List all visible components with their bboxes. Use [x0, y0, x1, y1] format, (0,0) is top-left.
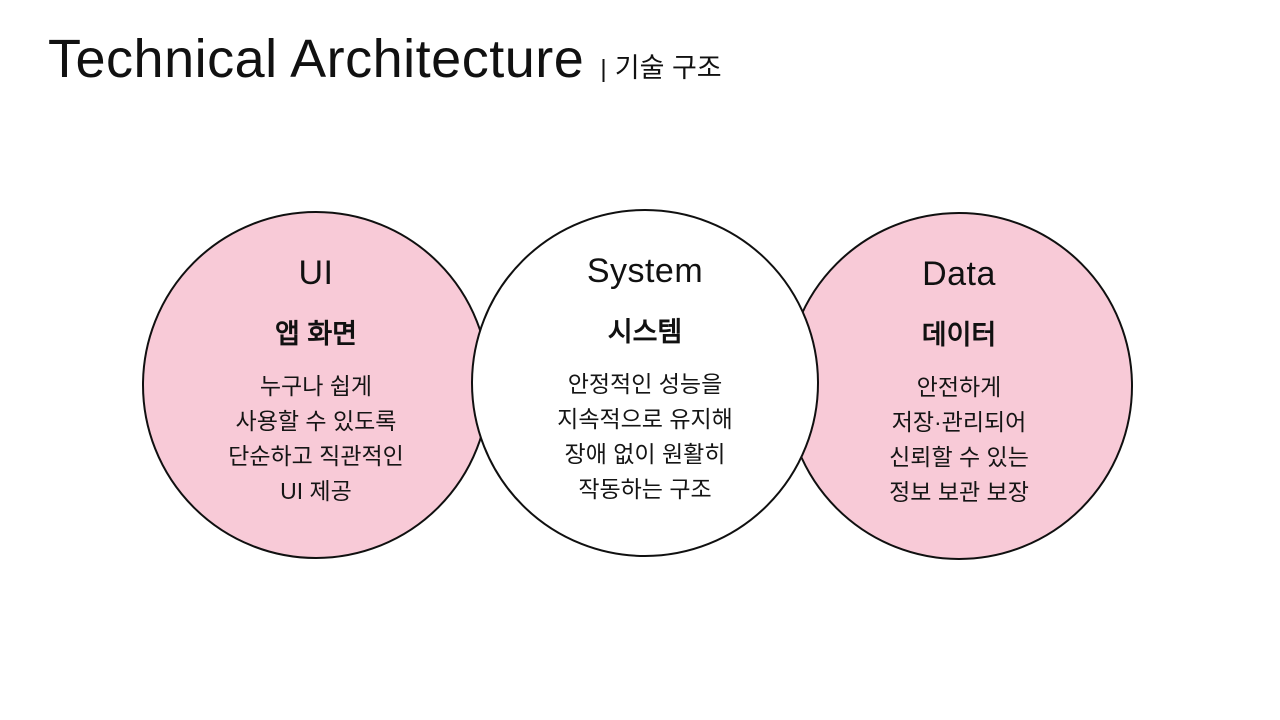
page-title: Technical Architecture |기술 구조 — [48, 28, 722, 90]
title-sub: |기술 구조 — [600, 46, 721, 85]
body-line: 저장·관리되어 — [891, 409, 1027, 435]
circle-data: Data 데이터 안전하게 저장·관리되어 신뢰할 수 있는 정보 보관 보장 — [785, 212, 1133, 560]
circle-ui-subtitle: 앱 화면 — [274, 319, 358, 349]
body-line: UI 제공 — [280, 478, 352, 504]
circle-ui-body: 누구나 쉽게 사용할 수 있도록 단순하고 직관적인 UI 제공 — [228, 369, 404, 509]
body-line: 누구나 쉽게 — [259, 373, 373, 399]
title-main: Technical Architecture — [48, 29, 585, 89]
body-line: 사용할 수 있도록 — [235, 408, 397, 434]
title-separator: | — [600, 55, 607, 83]
circle-system-subtitle: 시스템 — [607, 317, 683, 347]
body-line: 지속적으로 유지해 — [557, 406, 733, 432]
circle-data-subtitle: 데이터 — [921, 320, 997, 350]
circle-ui-heading: UI — [298, 254, 334, 292]
title-sub-text: 기술 구조 — [614, 53, 722, 83]
body-line: 정보 보관 보장 — [889, 479, 1029, 505]
body-line: 장애 없이 원활히 — [564, 441, 726, 467]
body-line: 신뢰할 수 있는 — [889, 444, 1029, 470]
circle-data-body: 안전하게 저장·관리되어 신뢰할 수 있는 정보 보관 보장 — [889, 370, 1029, 510]
circle-system-body: 안정적인 성능을 지속적으로 유지해 장애 없이 원활히 작동하는 구조 — [557, 367, 733, 507]
body-line: 안정적인 성능을 — [567, 371, 723, 397]
circle-system-heading: System — [586, 252, 704, 290]
body-line: 안전하게 — [916, 374, 1002, 400]
body-line: 작동하는 구조 — [578, 476, 712, 502]
circle-data-heading: Data — [922, 255, 996, 293]
body-line: 단순하고 직관적인 — [228, 443, 404, 469]
circle-system: System 시스템 안정적인 성능을 지속적으로 유지해 장애 없이 원활히 … — [471, 209, 819, 557]
circle-ui: UI 앱 화면 누구나 쉽게 사용할 수 있도록 단순하고 직관적인 UI 제공 — [142, 211, 490, 559]
